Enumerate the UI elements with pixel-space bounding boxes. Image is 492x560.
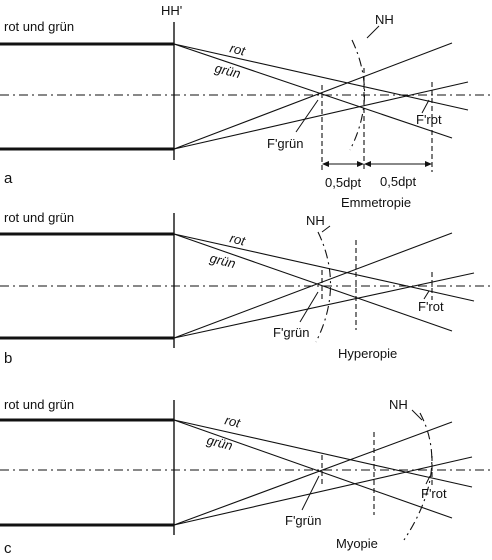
panel-b-focus-green-label: F'grün [273, 325, 309, 340]
panel-a-ray-red-bottom [173, 81, 469, 150]
panel-c-condition-label: Myopie [336, 536, 378, 551]
panel-a-focus-red-label: F'rot [416, 112, 442, 127]
panel-a-arrowhead [425, 161, 432, 167]
panel-a-arrowhead [322, 161, 329, 167]
panel-a-letter: a [4, 170, 13, 187]
panel-a-arrowhead [364, 161, 371, 167]
panel-a-retina-label: NH [375, 12, 394, 27]
panel-b-condition-label: Hyperopie [338, 346, 397, 361]
panel-b-focus-green-leader [299, 291, 319, 323]
panel-c-input-label: rot und grün [4, 397, 74, 412]
panel-c-focus-red-leader [425, 475, 431, 485]
panel-b-retina-arc [315, 231, 332, 343]
panel-a: rot und grün rot grün NH F'grün F'rot [0, 12, 492, 210]
panel-b-retina-label: NH [306, 213, 325, 228]
panel-c-ray-red-label: rot [223, 412, 243, 431]
panel-b-focus-red-label: F'rot [418, 299, 444, 314]
panel-b-ray-red-label: rot [228, 230, 248, 249]
panel-a-focus-green-leader [295, 99, 319, 133]
panel-a-focus-red-leader [421, 99, 430, 114]
panel-a-arrowhead [357, 161, 364, 167]
panel-c-ray-green-label: grün [205, 432, 234, 453]
panel-a-retina-arc [349, 39, 366, 151]
panel-b: rot und grün rot grün NH F'grün F'rot Hy… [0, 210, 492, 367]
panel-b-ray-red-top [173, 233, 475, 302]
panel-c-letter: c [4, 540, 12, 557]
panel-c-focus-red-label: F'rot [421, 486, 447, 501]
panel-b-letter: b [4, 350, 12, 367]
panel-b-focus-red-leader [423, 290, 430, 300]
panel-c-retina-arc [403, 412, 433, 541]
panel-a-dimension-left-label: 0,5dpt [325, 175, 362, 190]
panel-c-ray-red-top [173, 419, 473, 488]
panel-c-retina-label: NH [389, 397, 408, 412]
panel-c-ray-red-bottom [173, 456, 473, 526]
panel-b-retina-leader [321, 225, 331, 233]
panel-a-dimension-right-label: 0,5dpt [380, 174, 417, 189]
panel-c-ray-green-top [173, 419, 453, 519]
panel-a-ray-red-top [173, 43, 469, 111]
panel-a-condition-label: Emmetropie [341, 195, 411, 210]
panel-b-input-label: rot und grün [4, 210, 74, 225]
panel-b-ray-red-bottom [173, 272, 475, 339]
panel-a-ray-green-bottom [173, 42, 453, 150]
panel-c-ray-green-bottom [173, 421, 453, 526]
panel-a-ray-red-label: rot [228, 40, 248, 59]
panel-b-ray-green-top [173, 233, 453, 332]
panel-c-retina-leader [411, 409, 423, 421]
panel-c-focus-green-leader [301, 475, 320, 511]
panel-a-ray-green-top [173, 43, 453, 139]
panel-a-ray-green-label: grün [213, 60, 242, 81]
panel-a-input-label: rot und grün [4, 19, 74, 34]
principal-plane-label: HH' [161, 3, 182, 18]
panel-c: rot und grün rot grün NH F'grün F'rot My… [0, 397, 492, 557]
panel-a-retina-leader [366, 25, 380, 39]
panel-c-focus-green-label: F'grün [285, 513, 321, 528]
panel-a-focus-green-label: F'grün [267, 136, 303, 151]
panel-b-ray-green-bottom [173, 232, 453, 339]
panel-b-ray-green-label: grün [208, 250, 237, 271]
